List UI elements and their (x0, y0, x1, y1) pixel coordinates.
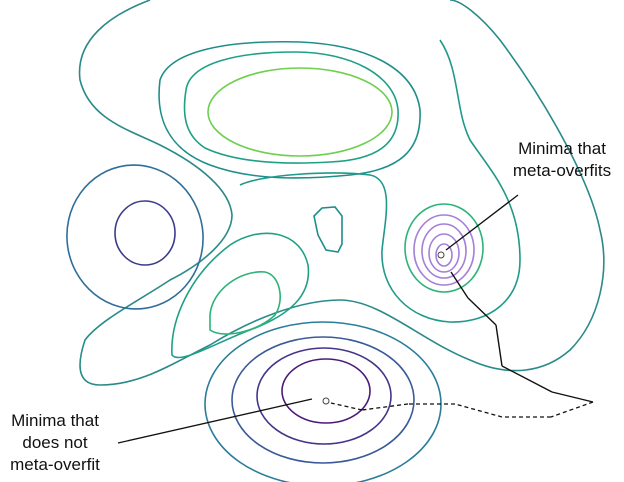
top-basin-contour-3 (207, 67, 393, 157)
overfit-basin-lilac-4 (435, 243, 453, 267)
good-minimum-marker (322, 397, 330, 405)
solid-path (450, 271, 594, 403)
overfit-basin-green (404, 203, 484, 293)
good-basin-4 (281, 358, 371, 424)
overfit-basin-lilac-3 (428, 233, 460, 273)
center-basin-outer (171, 232, 310, 359)
overfit-basin-lilac-2 (421, 223, 467, 279)
top-basin-contour-1 (158, 40, 421, 179)
good-basin-3 (256, 347, 392, 445)
good-minimum-label: Minima that does not meta-overfit (10, 411, 100, 474)
overfit-minimum-marker (437, 251, 445, 259)
good-annotation-arrow (117, 398, 313, 444)
left-basin-outer (66, 164, 204, 310)
small-middle-contour (313, 206, 343, 253)
left-basin-inner (114, 200, 176, 266)
overfit-minimum-label: Minima that meta-overfits (512, 139, 612, 180)
overfit-annotation-arrow (445, 194, 519, 251)
top-basin-contour-2 (183, 51, 399, 164)
right-basin-contour (239, 39, 521, 323)
dashed-path (330, 401, 594, 418)
overfit-basin-lilac-1 (413, 214, 475, 286)
center-basin-inner (209, 271, 281, 335)
good-basin-2 (231, 336, 415, 464)
